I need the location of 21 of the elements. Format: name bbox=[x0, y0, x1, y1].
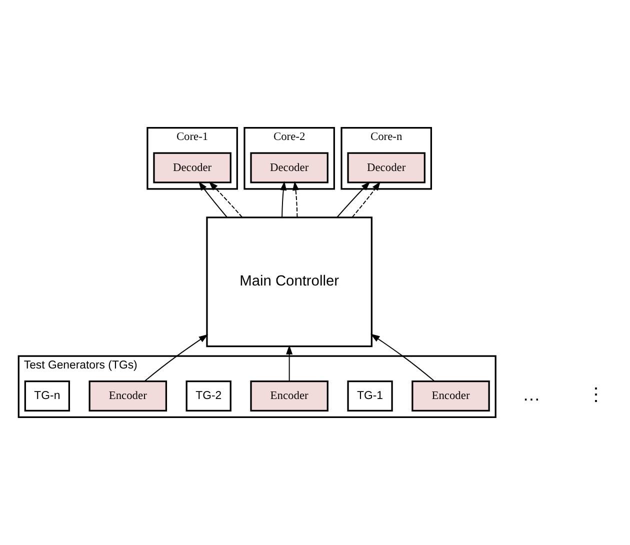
label: ⋮ bbox=[586, 384, 605, 405]
node-box: Main Controller bbox=[206, 216, 372, 348]
node-box: TG-n bbox=[24, 380, 70, 412]
arrow bbox=[336, 181, 370, 218]
arrow bbox=[208, 181, 243, 218]
node-box: TG-1 bbox=[347, 380, 393, 412]
node-box: Encoder bbox=[88, 380, 168, 412]
arrow bbox=[292, 181, 299, 218]
arrow bbox=[352, 181, 381, 218]
node-box: Encoder bbox=[250, 380, 328, 412]
node-box: Encoder bbox=[412, 380, 490, 412]
node-box: TG-2 bbox=[186, 380, 232, 412]
arrow bbox=[198, 181, 228, 218]
arrow bbox=[280, 181, 287, 218]
arrow bbox=[144, 334, 208, 382]
arrow bbox=[370, 334, 435, 382]
label: … bbox=[522, 384, 540, 405]
node-box: Decoder bbox=[347, 152, 426, 184]
node-box: Decoder bbox=[153, 152, 232, 184]
arrow bbox=[286, 345, 293, 382]
node-box: Decoder bbox=[250, 152, 328, 184]
